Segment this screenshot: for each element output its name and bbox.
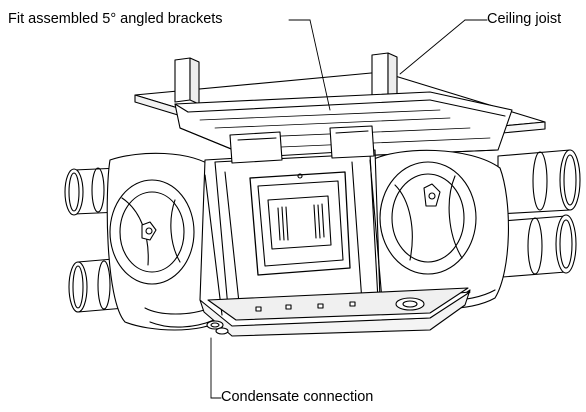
left-duct-assembly xyxy=(64,152,223,331)
ceiling-joist-callout: Ceiling joist xyxy=(487,11,562,27)
base-plate xyxy=(207,287,469,321)
condensate-connection-callout: Condensate connection xyxy=(221,389,374,405)
right-duct-assembly xyxy=(371,149,581,310)
condensate-outlet xyxy=(206,320,229,335)
control-panel xyxy=(249,171,351,276)
brackets-callout: Fit assembled 5° angled brackets xyxy=(8,11,223,27)
leader-lines xyxy=(210,19,488,399)
